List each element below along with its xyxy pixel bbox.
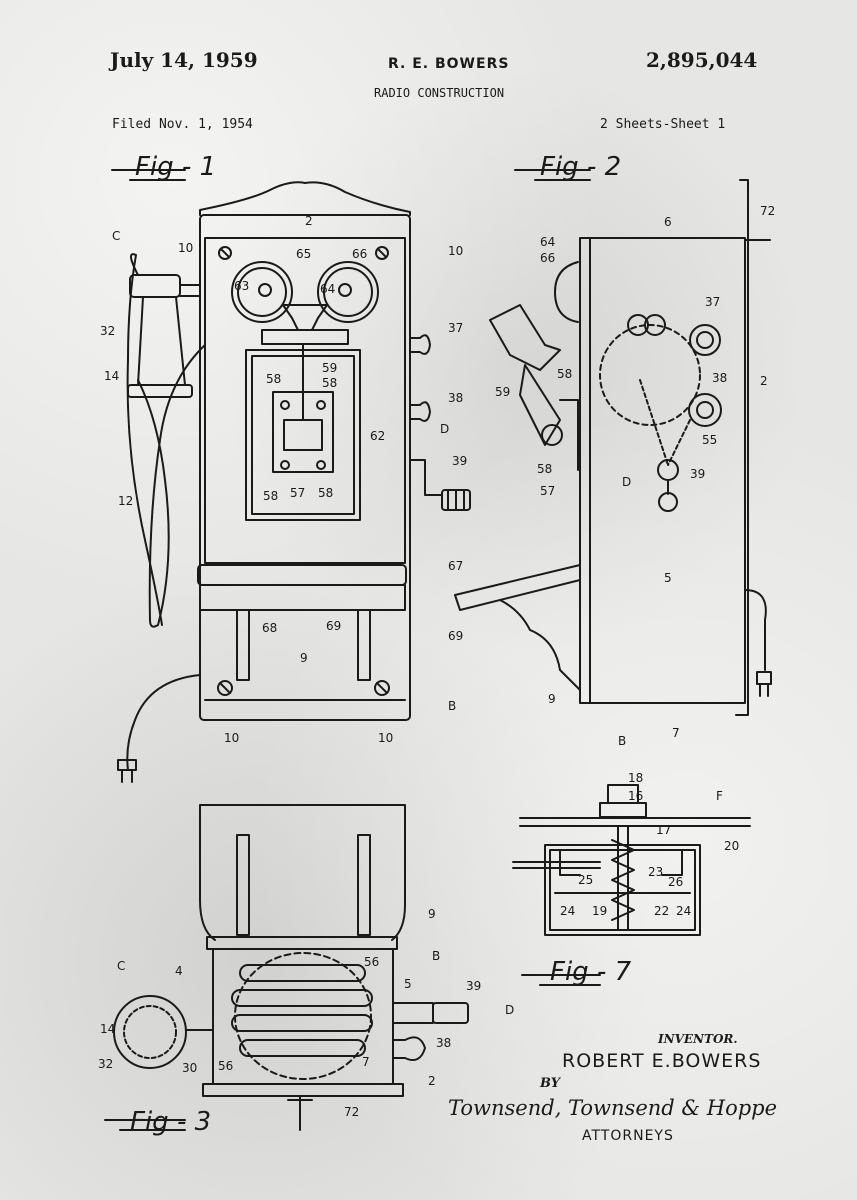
fig7-callout: 19 [592,904,607,918]
fig3-drawing [113,804,469,1131]
fig1-callout: 62 [370,429,385,443]
patent-date: July 14, 1959 [110,48,258,72]
fig2-callout: 66 [540,251,555,265]
fig3-callout: 5 [404,977,412,991]
fig7-callout: 25 [578,873,593,887]
fig7-callout: 18 [628,771,643,785]
fig2-callout: 9 [548,692,556,706]
fig2-callout: 69 [448,629,463,643]
fig2-callout: D [622,475,631,489]
fig1-callout: 10 [178,241,193,255]
fig3-callout: 30 [182,1061,197,1075]
fig1-callout: 59 [322,361,337,375]
fig1-callout: 68 [262,621,277,635]
fig2-drawing [454,179,772,716]
fig1-callout: 63 [234,279,249,293]
fig1-callout: 67 [448,559,463,573]
fig1-callout: 57 [290,486,305,500]
inventor-label: INVENTOR. [658,1032,738,1046]
fig3-callout: 56 [218,1059,233,1073]
fig2-callout: 64 [540,235,555,249]
fig2-label: Fig - 2 [540,152,621,182]
patent-number: 2,895,044 [646,48,758,72]
sheet-count: 2 Sheets-Sheet 1 [600,117,726,132]
fig3-callout: C [117,959,125,973]
fig7-callout: 26 [668,875,683,889]
fig1-callout: 10 [378,731,393,745]
fig1-callout: 69 [326,619,341,633]
fig3-callout: 32 [98,1057,113,1071]
fig2-callout: 55 [702,433,717,447]
fig1-callout: 12 [118,494,133,508]
attorney-signature: Townsend, Townsend & Hoppe [448,1096,778,1120]
fig2-callout: 2 [760,374,768,388]
fig1-callout: 32 [100,324,115,338]
fig7-callout: 24 [676,904,691,918]
fig7-label: Fig - 7 [550,957,632,987]
attorneys-label: ATTORNEYS [582,1128,674,1144]
fig2-callout: 72 [760,204,775,218]
fig2-callout: 59 [495,385,510,399]
fig2-callout: 57 [540,484,555,498]
fig1-callout: 2 [305,214,313,228]
fig2-callout: 38 [712,371,727,385]
fig1-callout: 10 [224,731,239,745]
fig7-callout: 20 [724,839,739,853]
inventor-header: R. E. BOWERS [388,56,510,72]
fig2-callout: 6 [664,215,672,229]
fig1-callout: 9 [300,651,308,665]
fig2-callout: 7 [672,726,680,740]
fig3-callout: 72 [344,1105,359,1119]
fig1-callout: B [448,699,456,713]
fig2-callout: 58 [537,462,552,476]
fig7-callout: 23 [648,865,663,879]
fig2-callout: 5 [664,571,672,585]
fig1-callout: 65 [296,247,311,261]
inventor-name: ROBERT E.BOWERS [562,1050,762,1072]
fig3-callout: 39 [466,979,481,993]
fig1-callout: 37 [448,321,463,335]
fig3-callout: 7 [362,1055,370,1069]
filed-date: Filed Nov. 1, 1954 [112,117,253,132]
fig2-callout: B [618,734,626,748]
fig1-label: Fig - 1 [135,152,216,182]
fig3-callout: 38 [436,1036,451,1050]
fig1-callout: 10 [448,244,463,258]
fig1-callout: 58 [322,376,337,390]
fig1-callout: 38 [448,391,463,405]
fig7-callout: 17 [656,823,671,837]
fig1-callout: D [440,422,449,436]
fig1-drawing [117,181,471,783]
fig7-callout: 16 [628,789,643,803]
fig1-callout: 58 [266,372,281,386]
fig1-callout: 66 [352,247,367,261]
fig7-callout: 24 [560,904,575,918]
fig1-callout: 64 [320,282,335,296]
fig3-label: Fig - 3 [130,1107,211,1137]
fig2-callout: 58 [557,367,572,381]
fig7-callout: 22 [654,904,669,918]
fig3-callout: 4 [175,964,183,978]
fig3-callout: 2 [428,1074,436,1088]
fig7-callout: F [716,789,723,803]
by-label: BY [540,1076,561,1091]
fig3-callout: D [505,1003,514,1017]
fig3-callout: 14 [100,1022,115,1036]
fig1-callout: 58 [318,486,333,500]
fig1-callout: C [112,229,120,243]
fig2-callout: 37 [705,295,720,309]
patent-title: RADIO CONSTRUCTION [374,86,505,100]
fig1-callout: 14 [104,369,119,383]
fig1-callout: 39 [452,454,467,468]
fig-label-lines [104,169,601,1131]
fig7-drawing [512,784,751,936]
fig3-callout: B [432,949,440,963]
fig3-callout: 56 [364,955,379,969]
fig2-callout: 39 [690,467,705,481]
fig1-callout: 58 [263,489,278,503]
fig3-callout: 9 [428,907,436,921]
